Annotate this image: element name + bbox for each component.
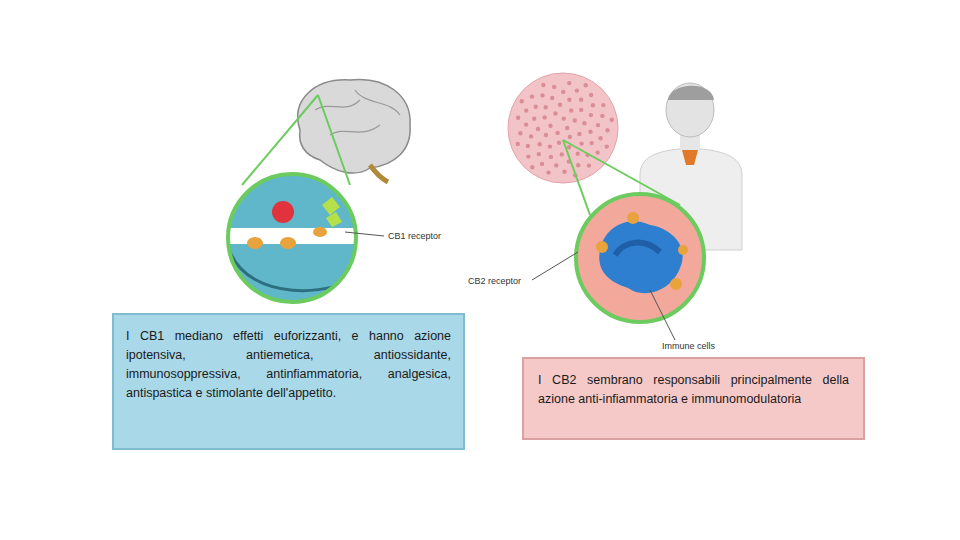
box-text: I CB1 mediano effetti euforizzanti, e ha… [126, 327, 451, 403]
part-label: CB2 receptor [466, 276, 523, 286]
leader-line [532, 252, 578, 280]
brain-drawing [298, 79, 410, 182]
zoom-line [242, 95, 318, 185]
blood-cells [508, 73, 618, 183]
synapse-zoom [220, 170, 370, 310]
text-box: I CB1 mediano effetti euforizzanti, e ha… [112, 313, 465, 450]
part-label: Immune cells [660, 341, 717, 351]
zoom-line [318, 95, 350, 185]
text-box: I CB2 sembrano responsabili principalmen… [522, 357, 865, 440]
leader-line [650, 290, 675, 340]
immune-cell-zoom [570, 190, 710, 330]
part-label: CB1 receptor [386, 231, 443, 241]
box-text: I CB2 sembrano responsabili principalmen… [538, 371, 849, 409]
leader-line [345, 232, 384, 236]
